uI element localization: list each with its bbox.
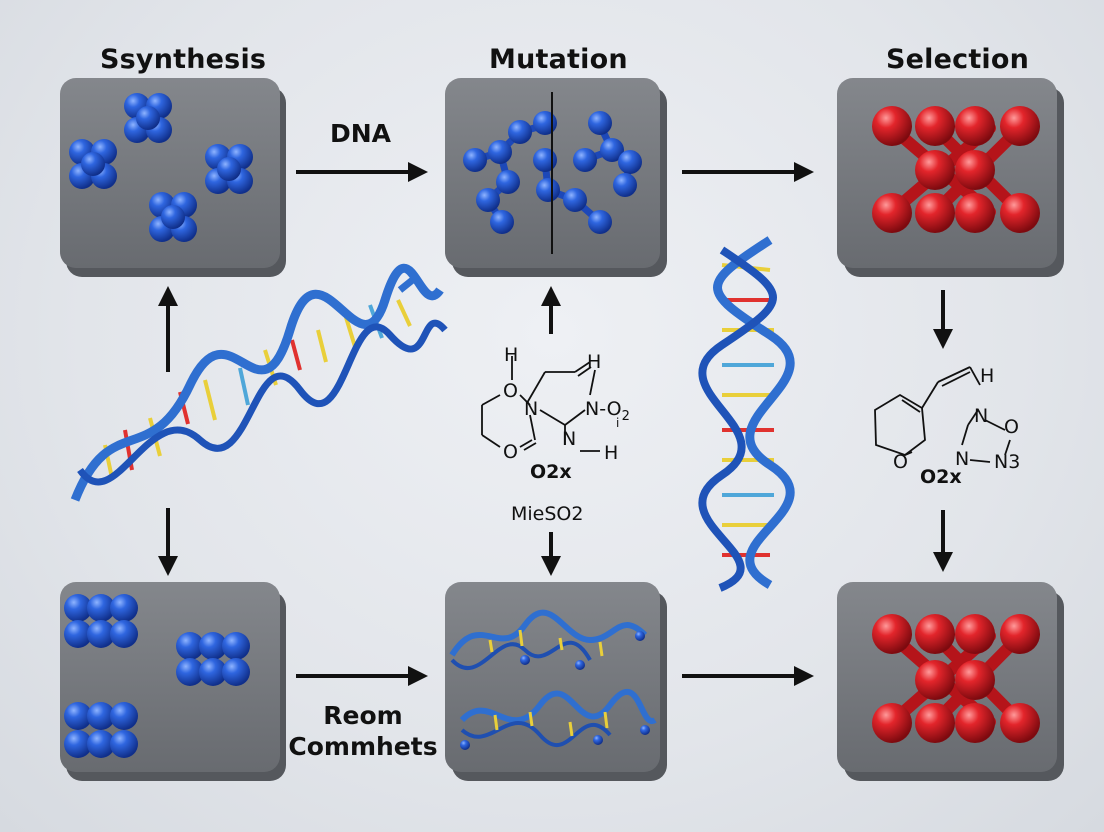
chem-center-h-top-right: H <box>587 351 602 373</box>
edge-label-bottom-line2: Commhets <box>288 732 438 761</box>
chem-center-n-right-atom: N <box>585 398 600 420</box>
chem-center-o2-atom: O <box>606 398 622 420</box>
chem-right-n3: N3 <box>994 451 1021 473</box>
chem-right-o2x: O2x <box>920 466 962 488</box>
chem-center-h-bottom: H <box>604 442 619 464</box>
blue-molecule-mutation <box>463 92 642 254</box>
red-lattice-selection-top <box>872 106 1040 233</box>
edge-label-dna: DNA <box>330 119 392 148</box>
chem-center-o-ring: O <box>503 380 518 402</box>
chem-center-n-right: N-O2 <box>585 398 630 424</box>
chem-center-h-top: H <box>504 344 519 366</box>
chem-center-n-h: N <box>562 428 577 450</box>
dna-helix-diagonal <box>70 264 448 502</box>
chem-structure-right <box>874 366 1011 463</box>
stage-title-selection: Selection <box>886 44 1030 75</box>
chem-center-n-left: N <box>524 398 539 420</box>
chem-right-o-ring: O <box>893 451 908 473</box>
chem-center-o2x: O2x <box>530 461 572 483</box>
stage-title-mutation: Mutation <box>489 44 628 75</box>
box-synthesis-top <box>60 78 286 277</box>
box-mutation-bottom <box>445 582 667 781</box>
dna-fragments-mutation-bottom <box>449 609 657 750</box>
chem-center-i-mark: i <box>616 416 620 430</box>
chem-right-n-upper: N <box>974 405 989 427</box>
blue-cluster-synthesis-bottom <box>64 594 250 758</box>
edge-label-bottom: Reom Commhets <box>283 700 443 762</box>
blue-cluster-synthesis-top <box>69 93 253 242</box>
chem-right-o-right: O <box>1004 416 1019 438</box>
dna-helix-vertical <box>698 236 795 592</box>
chem-center-o2-subscript: 2 <box>621 408 630 424</box>
chem-structure-center <box>481 356 600 452</box>
chem-right-n-lower: N <box>955 448 970 470</box>
red-lattice-selection-bottom <box>872 614 1040 743</box>
chem-center-reagent: MieSO2 <box>511 503 584 525</box>
stage-title-synthesis: Ssynthesis <box>100 44 267 75</box>
edge-label-bottom-line1: Reom <box>323 701 403 730</box>
chem-right-h-top: H <box>980 365 995 387</box>
chem-center-o-bottom: O <box>503 441 518 463</box>
